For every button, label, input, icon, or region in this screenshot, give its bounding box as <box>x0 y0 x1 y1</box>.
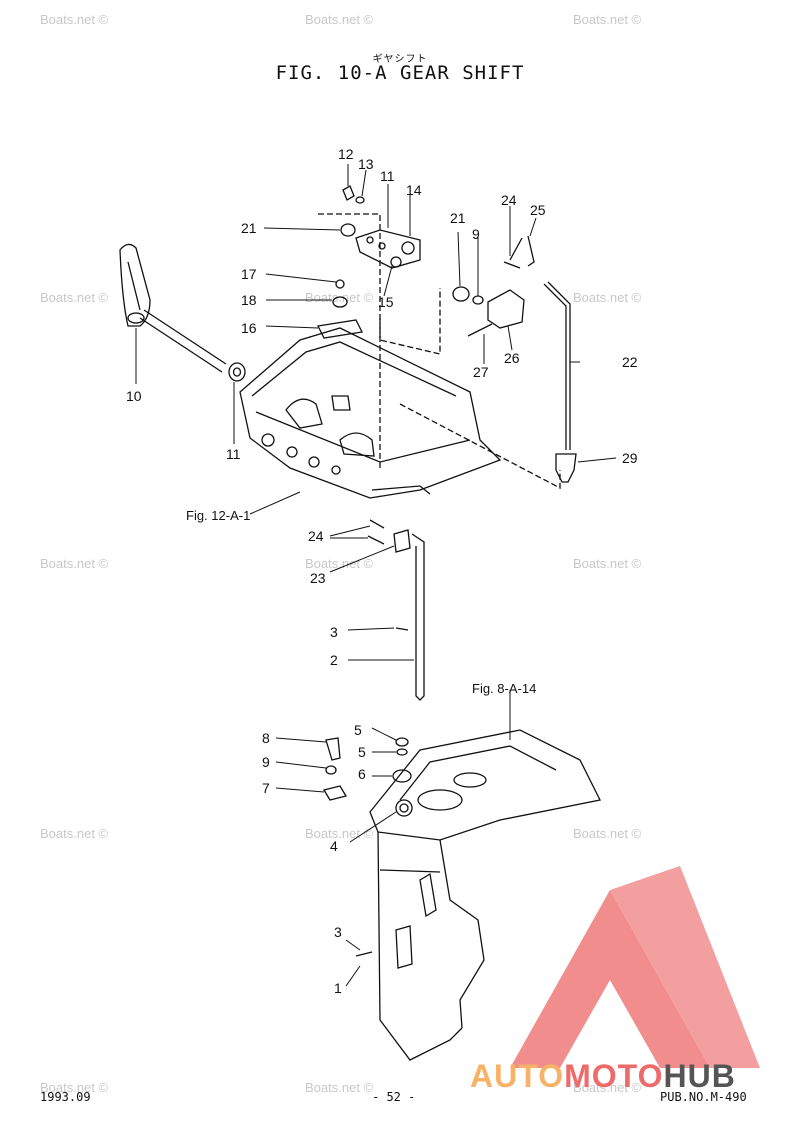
pin <box>369 519 385 529</box>
callout-number: 11 <box>226 446 241 462</box>
callout-number: 10 <box>126 388 142 404</box>
logo-word-auto: AUTO <box>470 1058 565 1094</box>
lower-case <box>369 729 601 1061</box>
callout-number: 4 <box>330 838 338 854</box>
shift-rod <box>543 283 567 450</box>
callout-number: 12 <box>338 146 354 162</box>
washer <box>396 748 408 756</box>
footer-pub-number: PUB.NO.M-490 <box>660 1090 747 1104</box>
logo-word-moto: MOTO <box>564 1058 664 1094</box>
page-title: FIG. 10-A GEAR SHIFT <box>275 62 525 84</box>
watermark: Boats.net © <box>305 826 374 841</box>
callout-number: 27 <box>473 364 489 380</box>
shift-lever-handle <box>119 243 227 373</box>
plate <box>317 319 363 339</box>
callout-number: 23 <box>310 570 326 586</box>
rod-grommet <box>555 453 577 483</box>
collar <box>452 286 470 302</box>
watermark: Boats.net © <box>40 556 109 571</box>
pin <box>367 535 385 545</box>
assembly-line <box>318 213 441 355</box>
callout-number: 9 <box>262 754 270 770</box>
callout-number: 3 <box>334 924 342 940</box>
footer-page-number: - 52 - <box>372 1090 416 1104</box>
joint <box>393 529 411 553</box>
callout-number: 21 <box>450 210 466 226</box>
watermark: Boats.net © <box>40 12 109 27</box>
watermark: Boats.net © <box>573 826 642 841</box>
callout-number: 6 <box>358 766 366 782</box>
watermark: Boats.net © <box>40 290 109 305</box>
callout-number: 1 <box>334 980 342 996</box>
shift-cam <box>355 229 421 269</box>
pin <box>509 237 523 261</box>
washer <box>325 765 337 775</box>
watermark: Boats.net © <box>305 556 374 571</box>
grommet <box>228 362 246 382</box>
assembly-line <box>399 403 561 490</box>
callout-number: 24 <box>308 528 324 544</box>
callout-number: 14 <box>406 182 422 198</box>
brand-logo-text: AUTOMOTOHUB <box>470 1058 736 1095</box>
callout-number: 21 <box>241 220 257 236</box>
title-kana: ギヤシフト <box>372 54 428 65</box>
brand-logo-mark <box>510 866 760 1068</box>
callout-number: 8 <box>262 730 270 746</box>
bolt <box>342 185 355 201</box>
callout-number: 25 <box>530 202 546 218</box>
watermark: Boats.net © <box>573 556 642 571</box>
callout-number: 24 <box>501 192 517 208</box>
leader-lines <box>135 164 617 987</box>
bolt <box>325 737 341 761</box>
screw <box>467 323 493 337</box>
callout-number: 11 <box>380 168 395 184</box>
o-ring <box>392 769 412 783</box>
logo-word-hub: HUB <box>663 1058 736 1094</box>
callout-number: 5 <box>354 722 362 738</box>
callout-number: 17 <box>241 266 257 282</box>
callout-number: 22 <box>622 354 638 370</box>
watermark: Boats.net © <box>573 290 642 305</box>
pin <box>395 627 409 631</box>
callout-number: 18 <box>241 292 257 308</box>
watermark: Boats.net © <box>305 1080 374 1095</box>
callout-number: 5 <box>358 744 366 760</box>
callout-number: 29 <box>622 450 638 466</box>
watermark: Boats.net © <box>40 1080 109 1095</box>
pin <box>503 261 521 269</box>
seal <box>395 737 409 747</box>
collar <box>340 223 356 237</box>
bottom-cowling <box>239 327 502 499</box>
shift-rod <box>547 281 571 450</box>
figure-ref-lower-case[interactable]: Fig. 8-A-14 <box>472 681 537 696</box>
pin <box>335 279 345 289</box>
washer <box>332 296 348 308</box>
callout-number: 13 <box>358 156 374 172</box>
watermark: Boats.net © <box>305 12 374 27</box>
callout-number: 2 <box>330 652 338 668</box>
callout-number: 9 <box>472 226 480 242</box>
watermark: Boats.net © <box>40 826 109 841</box>
washer <box>472 295 484 305</box>
callout-number: 15 <box>378 294 394 310</box>
callout-number: 26 <box>504 350 520 366</box>
figure-ref-cowling[interactable]: Fig. 12-A-1 <box>186 508 251 523</box>
clip <box>527 235 535 267</box>
lower-shift-rod <box>411 533 425 701</box>
footer-date: 1993.09 <box>40 1090 91 1104</box>
plate <box>322 785 348 801</box>
watermark: Boats.net © <box>573 12 642 27</box>
grommet <box>232 367 242 377</box>
pin <box>355 951 373 957</box>
washer <box>355 196 365 204</box>
callout-number: 7 <box>262 780 270 796</box>
joint <box>487 289 525 329</box>
callout-number: 16 <box>241 320 257 336</box>
watermark: Boats.net © <box>573 1080 642 1095</box>
callout-number: 3 <box>330 624 338 640</box>
